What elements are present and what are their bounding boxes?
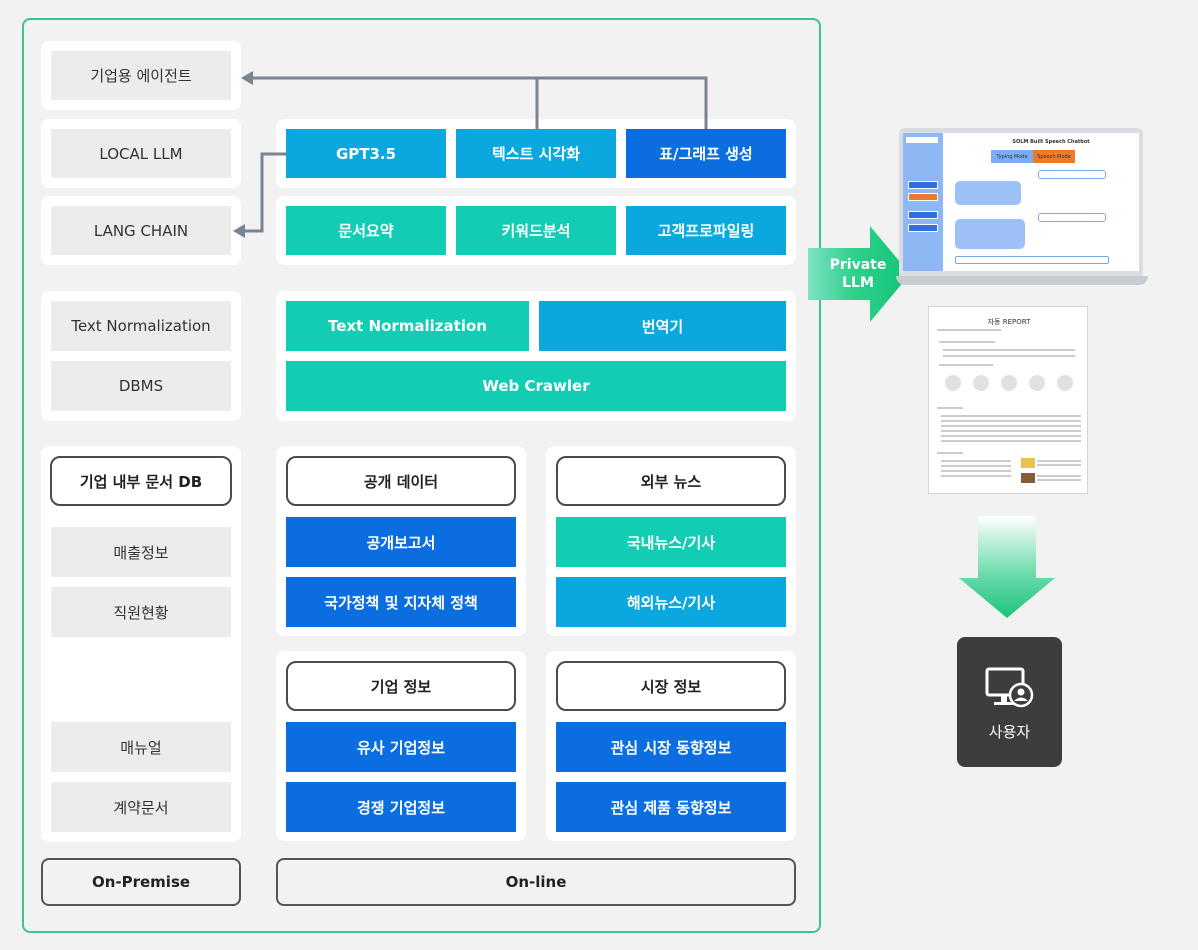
contract-box: 계약문서 <box>51 782 231 832</box>
lang-chain-panel: LANG CHAIN <box>41 196 241 265</box>
typing-mode-tab: Typing Mode <box>991 150 1033 163</box>
sidebar-menu-item <box>908 181 938 189</box>
market-trend-box: 관심 시장 동향정보 <box>556 722 786 772</box>
chat-sidebar <box>903 133 943 271</box>
external-news-panel: 외부 뉴스 국내뉴스/기사 해외뉴스/기사 <box>546 446 796 636</box>
sidebar-menu-item <box>908 211 938 219</box>
private-llm-arrow <box>808 226 910 322</box>
external-news-title: 외부 뉴스 <box>556 456 786 506</box>
text-visualization-box: 텍스트 시각화 <box>456 129 616 178</box>
translator-box: 번역기 <box>539 301 786 351</box>
web-crawler-box: Web Crawler <box>286 361 786 411</box>
laptop-screen: SOLM Built Speech Chatbot Typing Mode Sp… <box>903 133 1139 271</box>
report-title: 자동 REPORT <box>987 318 1031 326</box>
chat-input <box>955 256 1109 264</box>
gpt-box: GPT3.5 <box>286 129 446 178</box>
company-info-title: 기업 정보 <box>286 661 516 711</box>
product-trend-box: 관심 제품 동향정보 <box>556 782 786 832</box>
agent-panel: 기업용 에이전트 <box>41 41 241 110</box>
user-card: 사용자 <box>957 637 1062 767</box>
public-data-panel: 공개 데이터 공개보고서 국가정책 및 지자체 정책 <box>276 446 526 636</box>
connector-text-viz-to-agent <box>250 76 539 129</box>
policy-box: 국가정책 및 지자체 정책 <box>286 577 516 627</box>
market-info-title: 시장 정보 <box>556 661 786 711</box>
domestic-news-box: 국내뉴스/기사 <box>556 517 786 567</box>
connector-chart-to-agent <box>537 76 708 129</box>
chat-bubble-bot <box>955 219 1025 249</box>
manual-box: 매뉴얼 <box>51 722 231 772</box>
processing-panel: Text Normalization 번역기 Web Crawler <box>276 291 796 421</box>
laptop-base <box>896 276 1148 285</box>
keyword-box: 키워드분석 <box>456 206 616 255</box>
llm-output-panel: GPT3.5 텍스트 시각화 표/그래프 생성 <box>276 119 796 188</box>
market-info-panel: 시장 정보 관심 시장 동향정보 관심 제품 동향정보 <box>546 651 796 841</box>
text-normalization-box: Text Normalization <box>51 301 231 351</box>
private-llm-label: Private LLM <box>829 257 887 291</box>
laptop-illustration: SOLM Built Speech Chatbot Typing Mode Sp… <box>896 128 1148 290</box>
internal-db-title: 기업 내부 문서 DB <box>50 456 232 506</box>
down-arrow <box>959 516 1055 618</box>
summary-box: 문서요약 <box>286 206 446 255</box>
staff-status-box: 직원현황 <box>51 587 231 637</box>
speech-mode-tab: Speech Mode <box>1033 150 1075 163</box>
sales-info-box: 매출정보 <box>51 527 231 577</box>
report-document: 자동 REPORT <box>928 306 1088 494</box>
agent-box: 기업용 에이전트 <box>51 51 231 100</box>
chat-title: SOLM Built Speech Chatbot <box>1012 139 1090 145</box>
chat-bubble-user <box>1038 213 1106 222</box>
internal-db-panel: 기업 내부 문서 DB 매출정보 직원현황 매뉴얼 계약문서 <box>41 446 241 842</box>
competitor-box: 경쟁 기업정보 <box>286 782 516 832</box>
text-normalization-process-box: Text Normalization <box>286 301 529 351</box>
public-report-box: 공개보고서 <box>286 517 516 567</box>
chat-bubble-bot <box>955 181 1021 205</box>
public-data-title: 공개 데이터 <box>286 456 516 506</box>
chat-bubble-user <box>1038 170 1106 179</box>
lang-chain-box: LANG CHAIN <box>51 206 231 255</box>
user-label: 사용자 <box>988 723 1031 741</box>
profiling-box: 고객프로파일링 <box>626 206 786 255</box>
chart-generation-box: 표/그래프 생성 <box>626 129 786 178</box>
normalization-panel: Text Normalization DBMS <box>41 291 241 421</box>
chat-logo <box>906 137 938 143</box>
company-info-panel: 기업 정보 유사 기업정보 경쟁 기업정보 <box>276 651 526 841</box>
analysis-panel: 문서요약 키워드분석 고객프로파일링 <box>276 196 796 265</box>
on-premise-label: On-Premise <box>41 858 241 906</box>
sidebar-menu-item <box>908 193 938 201</box>
foreign-news-box: 해외뉴스/기사 <box>556 577 786 627</box>
local-llm-box: LOCAL LLM <box>51 129 231 178</box>
dbms-box: DBMS <box>51 361 231 411</box>
arrowhead-langchain <box>233 224 245 238</box>
local-llm-panel: LOCAL LLM <box>41 119 241 188</box>
arrowhead-agent <box>241 71 253 85</box>
report-content <box>937 329 1081 483</box>
connector-gpt-to-langchain <box>242 152 286 233</box>
user-monitor-icon <box>985 667 1034 708</box>
on-line-label: On-line <box>276 858 796 906</box>
sidebar-menu-item <box>908 224 938 232</box>
similar-company-box: 유사 기업정보 <box>286 722 516 772</box>
